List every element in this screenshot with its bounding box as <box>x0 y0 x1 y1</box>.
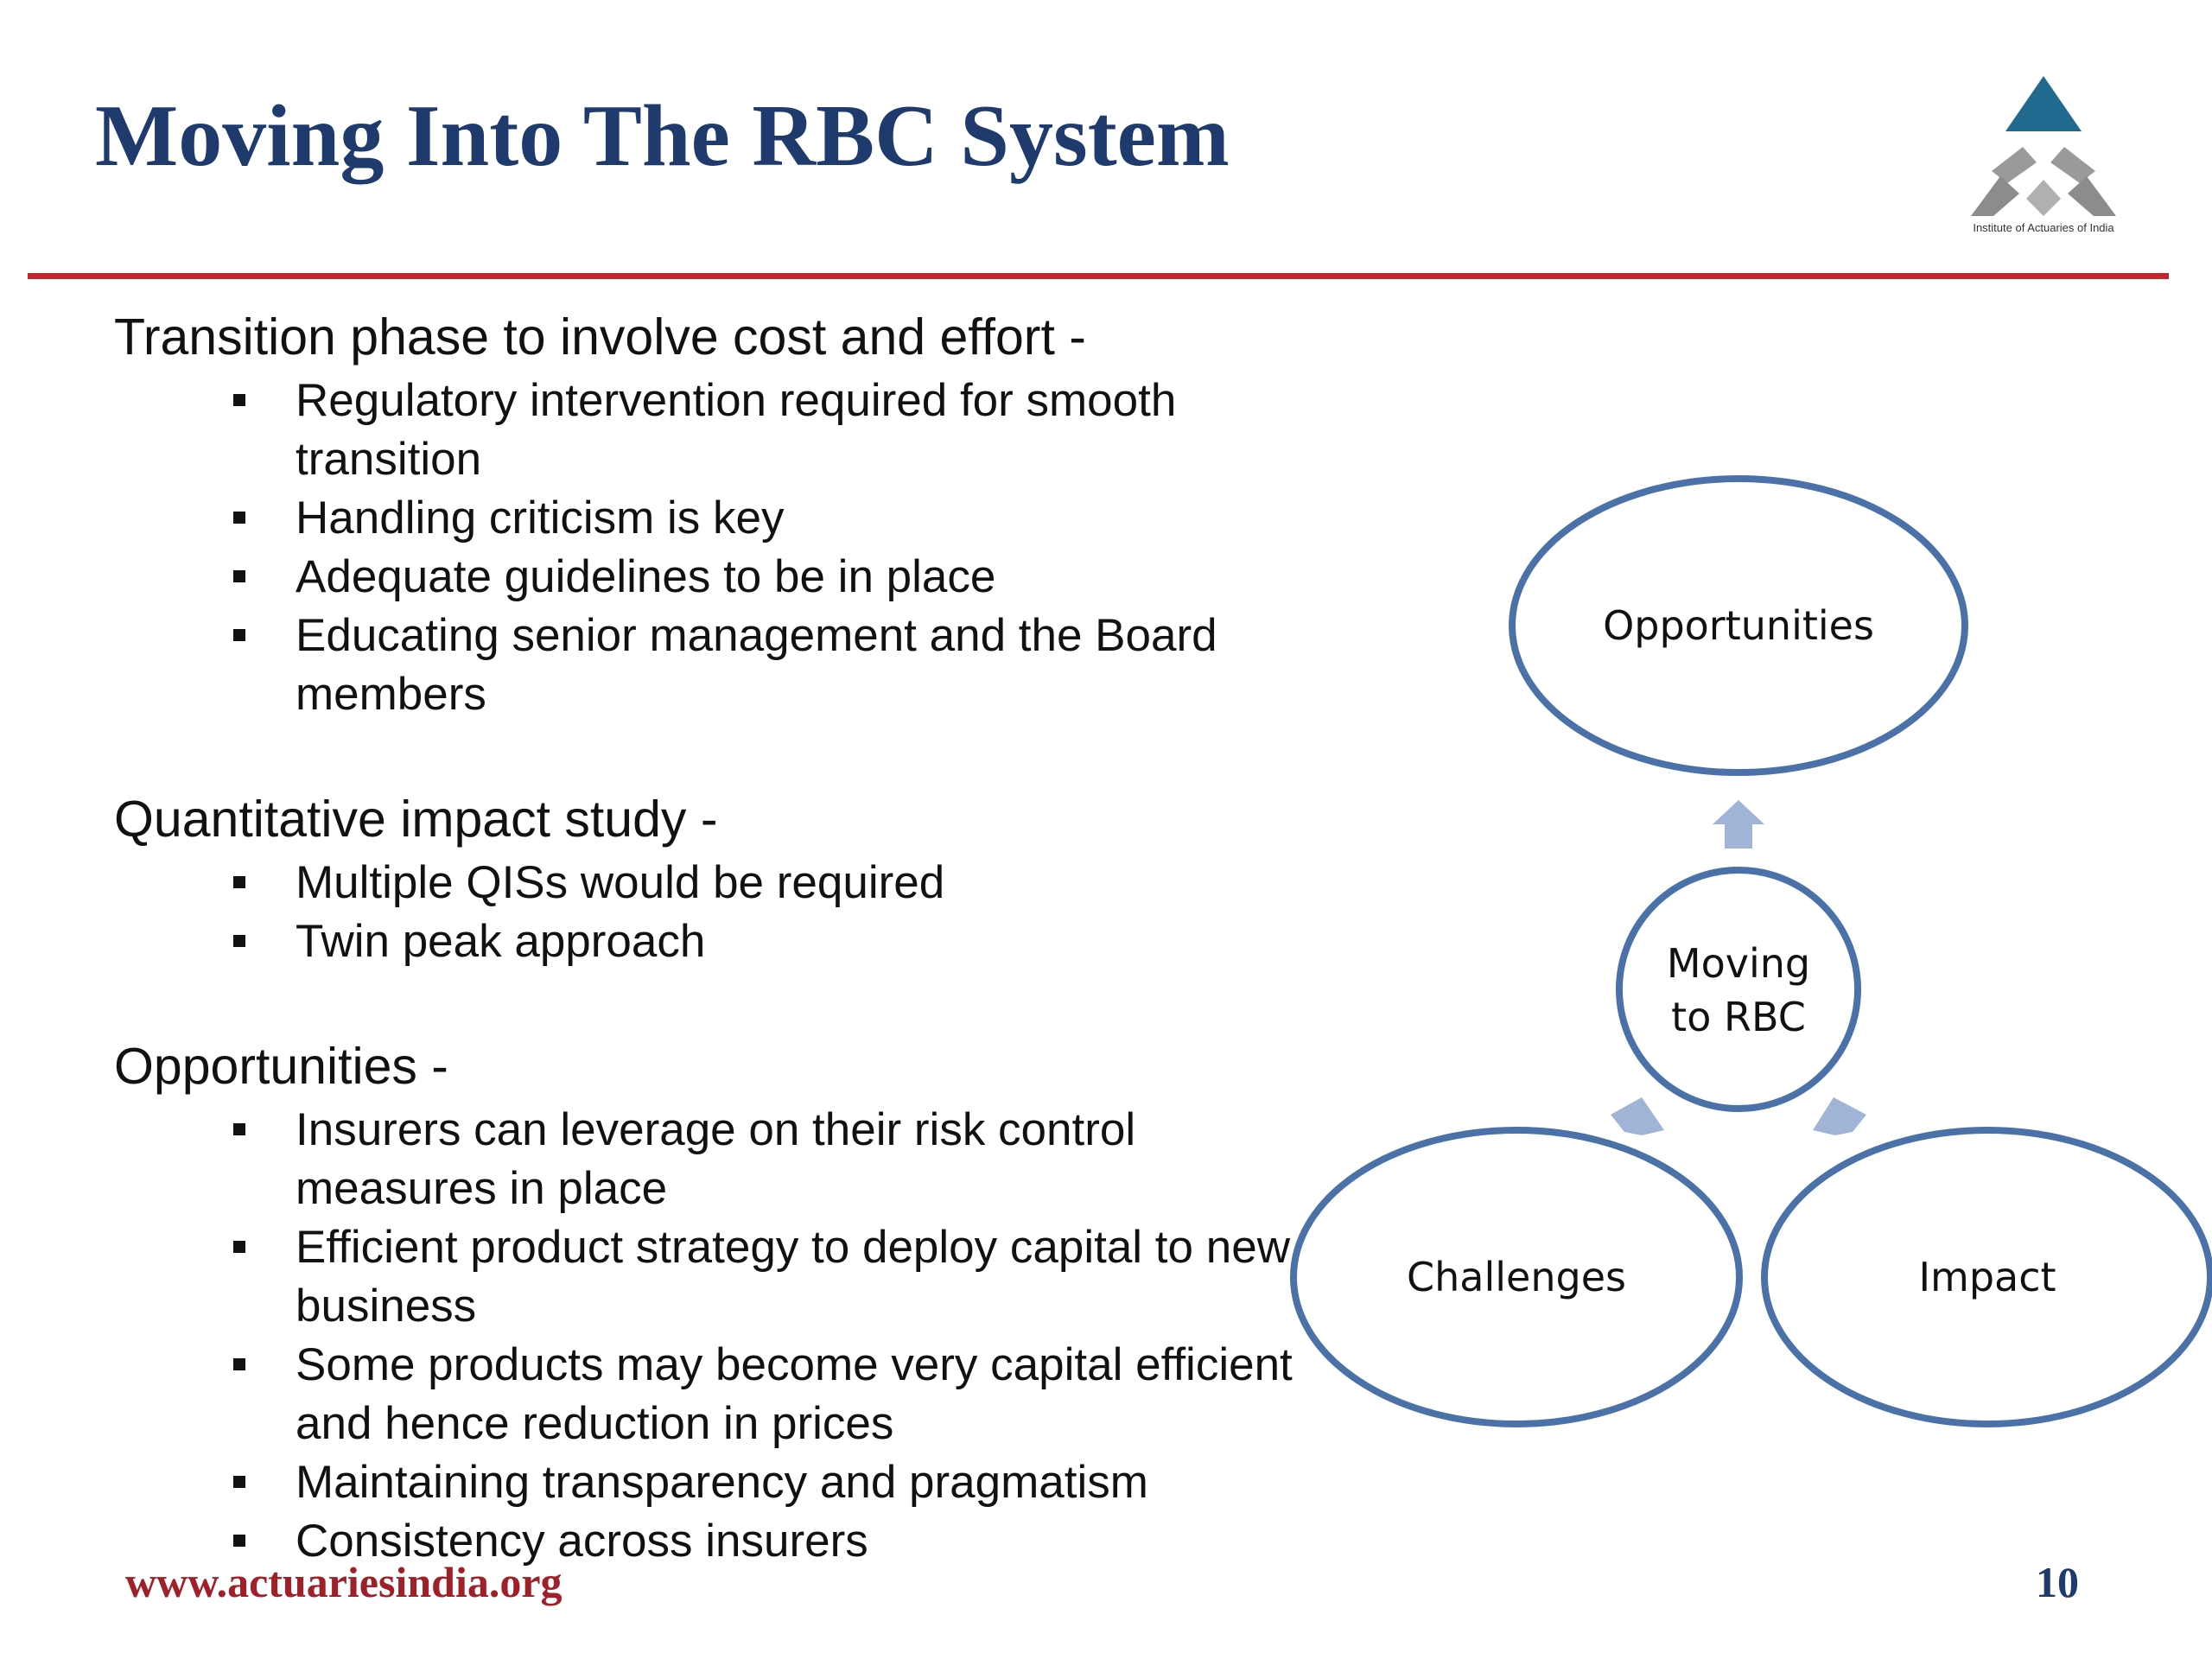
slide-title: Moving Into The RBC System <box>95 87 1230 185</box>
bullet-item: Handling criticism is key <box>233 489 1306 548</box>
institute-logo <box>1940 69 2147 242</box>
page-number: 10 <box>2036 1558 2079 1606</box>
bullet-item: Twin peak approach <box>233 912 1306 971</box>
node-impact: Impact <box>1918 1254 2056 1300</box>
impact-ellipse <box>1761 1127 2212 1427</box>
bullet-item: Consistency across insurers <box>233 1512 1306 1571</box>
diagram-shapes <box>1290 475 2212 1427</box>
center-circle <box>1616 867 1861 1112</box>
logo-icon <box>1971 76 2116 216</box>
arrow-up-icon <box>1713 800 1764 849</box>
bullet-list: Multiple QISs would be required Twin pea… <box>114 854 1306 971</box>
section-heading: Transition phase to involve cost and eff… <box>114 308 1086 365</box>
bullet-item: Efficient product strategy to deploy cap… <box>233 1218 1306 1336</box>
section-transition: Transition phase to involve cost and eff… <box>114 302 1306 724</box>
title-divider <box>28 273 2169 279</box>
slide-content: Transition phase to involve cost and eff… <box>114 302 1306 1631</box>
bullet-item: Multiple QISs would be required <box>233 854 1306 912</box>
arrow-down-left-icon <box>1611 1097 1664 1135</box>
arrow-down-right-icon <box>1813 1097 1866 1135</box>
bullet-item: Maintaining transparency and pragmatism <box>233 1453 1306 1512</box>
bullet-item: Educating senior management and the Boar… <box>233 607 1306 724</box>
section-opportunities: Opportunities - Insurers can leverage on… <box>114 1032 1306 1571</box>
section-qis: Quantitative impact study - Multiple QIS… <box>114 785 1306 971</box>
node-center-line2: to RBC <box>1671 994 1806 1040</box>
bullet-item: Some products may become very capital ef… <box>233 1336 1306 1453</box>
node-opportunities: Opportunities <box>1603 602 1874 649</box>
node-challenges: Challenges <box>1407 1254 1626 1300</box>
rbc-cycle-diagram: Opportunities Moving to RBC Challenges I… <box>1279 458 2212 1478</box>
footer-url: www.actuariesindia.org <box>125 1558 563 1606</box>
bullet-item: Adequate guidelines to be in place <box>233 548 1306 607</box>
opportunities-ellipse <box>1509 475 1968 776</box>
node-center-line1: Moving <box>1666 940 1811 987</box>
bullet-list: Insurers can leverage on their risk cont… <box>114 1101 1306 1571</box>
logo-caption: Institute of Actuaries of India <box>1973 221 2114 234</box>
bullet-list: Regulatory intervention required for smo… <box>114 372 1306 724</box>
bullet-item: Insurers can leverage on their risk cont… <box>233 1101 1306 1218</box>
challenges-ellipse <box>1290 1127 1743 1427</box>
section-heading: Opportunities - <box>114 1038 448 1095</box>
bullet-item: Regulatory intervention required for smo… <box>233 372 1306 489</box>
section-heading: Quantitative impact study - <box>114 791 718 848</box>
